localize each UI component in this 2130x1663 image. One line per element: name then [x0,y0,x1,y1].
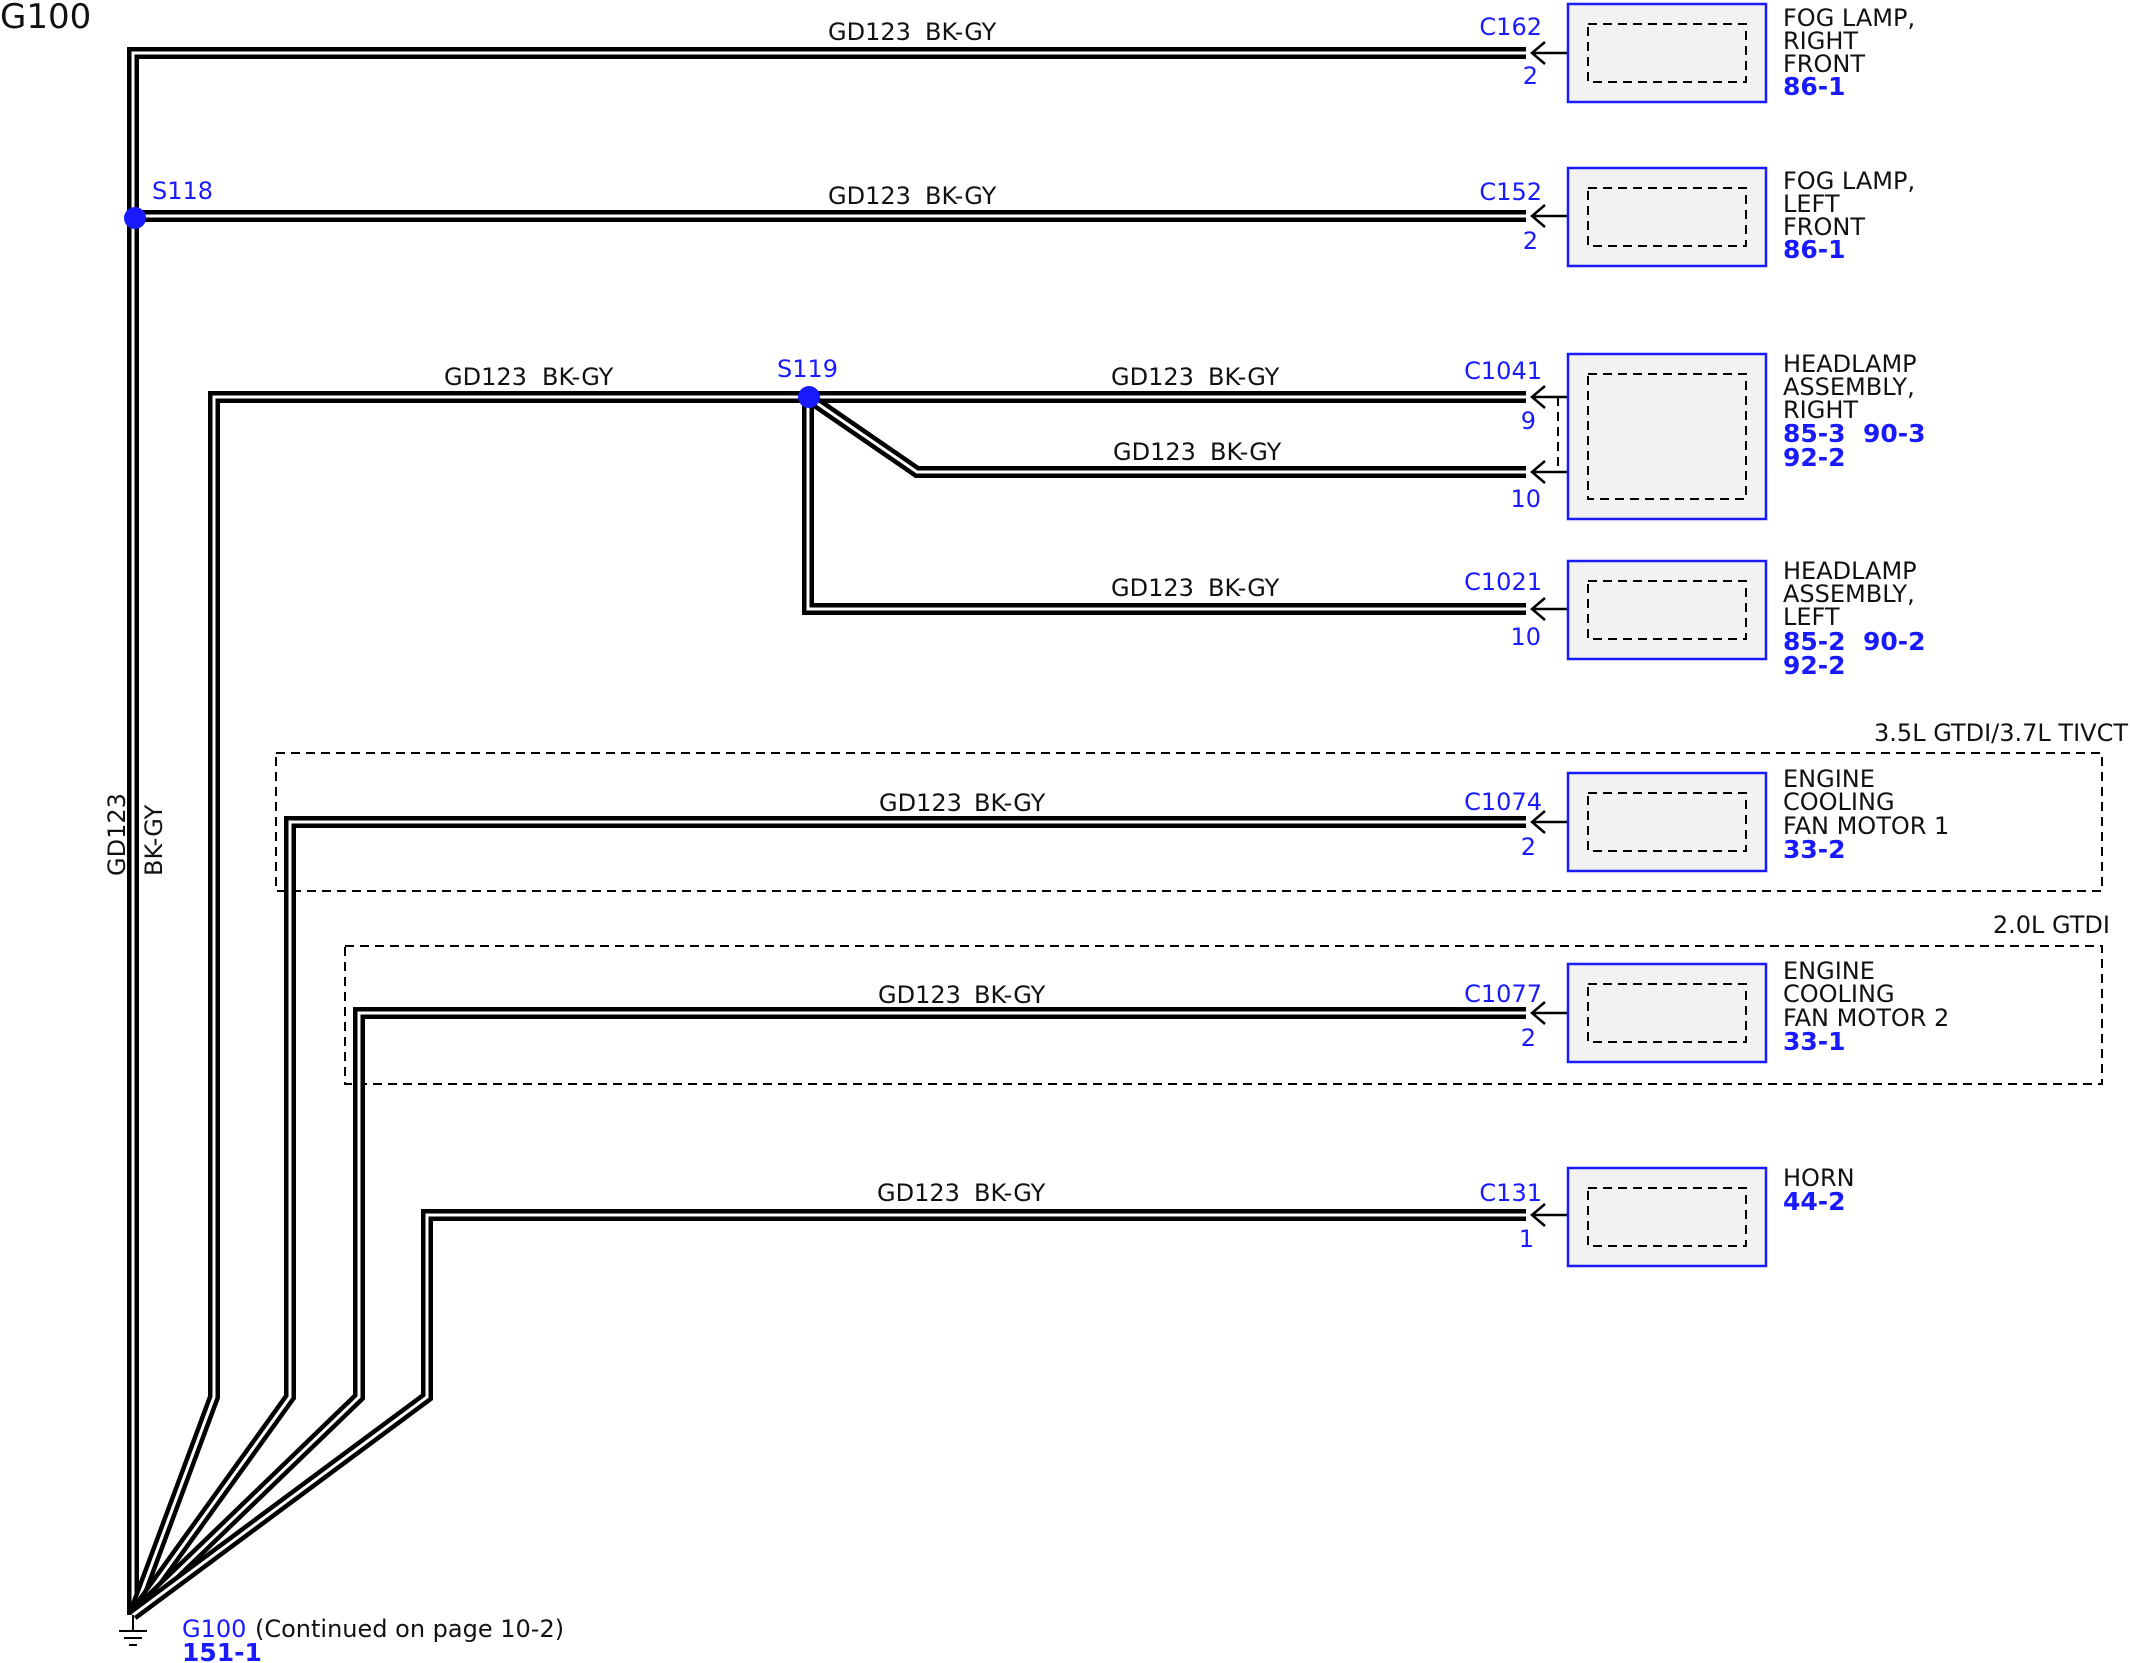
splice-s119-dot[interactable] [798,386,820,408]
component-page-ref: 92-2 [1783,651,1846,680]
page-title: G100 [0,0,91,37]
connector-id: C1021 [1464,568,1542,596]
splice-s119-label: S119 [777,355,838,383]
component-name: RIGHT [1783,27,1858,55]
component-name: ENGINE [1783,957,1875,985]
connector-pin: 2 [1521,833,1536,861]
wire-ground-to-s119 [127,391,808,1618]
component-name: HORN [1783,1164,1855,1192]
connector-pin: 1 [1519,1225,1534,1253]
component-headlamp-assembly-right[interactable] [1566,352,1768,521]
wire-label-color: BK-GY [140,804,168,876]
component-page-ref: 86-1 [1783,235,1846,264]
component-name: FOG LAMP, [1783,167,1915,195]
option-label-3-5l: 3.5L GTDI/3.7L TIVCT [1874,719,2128,747]
component-name: ASSEMBLY, [1783,580,1915,608]
connector-id: C152 [1479,178,1542,206]
wire-label-circuit: GD123 [1113,438,1196,466]
component-name: COOLING [1783,788,1895,816]
wire-label-color: BK-GY [974,1179,1046,1207]
component-name: FRONT [1783,50,1865,78]
wire-label-circuit: GD123 [828,182,911,210]
option-box-2-0l [344,945,2103,1085]
component-name: COOLING [1783,980,1895,1008]
wire-label-color: BK-GY [1208,574,1280,602]
connector-pin: 10 [1510,623,1541,651]
component-engine-cooling-fan-motor-1[interactable] [1566,771,1768,873]
wire-label-circuit: GD123 [444,363,527,391]
component-headlamp-assembly-left[interactable] [1566,559,1768,661]
component-page-ref: 33-2 [1783,835,1846,864]
wire-ground-to-c131 [129,1209,1526,1620]
wire-label-circuit: GD123 [877,1179,960,1207]
wire-label-color: BK-GY [925,182,997,210]
connector-id: C1074 [1464,788,1542,816]
wire-label-circuit: GD123 [1111,574,1194,602]
component-name: LEFT [1783,190,1840,218]
component-name: ENGINE [1783,765,1875,793]
connector-pin: 10 [1510,485,1541,513]
component-name: FRONT [1783,213,1865,241]
option-box-3-5l [275,752,2103,892]
connector-terminals [1530,41,1585,1227]
component-page-ref: 85-3 90-3 [1783,419,1926,448]
connector-id: C131 [1479,1179,1542,1207]
wire-label-circuit: GD123 [878,981,961,1009]
wire-label-color: BK-GY [974,981,1046,1009]
component-page-ref: 86-1 [1783,72,1846,101]
wire-s119-to-c1041-pin10 [804,392,1526,478]
wire-label-circuit: GD123 [103,793,131,876]
connector-id: C1077 [1464,980,1542,1008]
component-engine-cooling-fan-motor-2[interactable] [1566,962,1768,1064]
component-fog-lamp-left-front[interactable] [1566,166,1768,268]
wire-label-color: BK-GY [1210,438,1282,466]
connector-pin: 2 [1523,227,1538,255]
component-page-ref: 44-2 [1783,1187,1846,1216]
component-name: FOG LAMP, [1783,4,1915,32]
component-name: HEADLAMP [1783,557,1917,585]
component-page-ref: 92-2 [1783,443,1846,472]
connector-id: C1041 [1464,357,1542,385]
connector-pin: 2 [1523,62,1538,90]
wire-main-trunk [127,47,1526,1615]
wire-label-color: BK-GY [974,789,1046,817]
ground-continued-note[interactable]: (Continued on page 10-2) [255,1615,564,1643]
wire-ground-to-c1074 [128,816,1526,1619]
ground-page-ref[interactable]: 151-1 [182,1638,262,1663]
wire-label-color: BK-GY [925,18,997,46]
wire-ground-to-c1077 [128,1007,1526,1620]
connector-pin: 9 [1521,407,1536,435]
component-name: FAN MOTOR 2 [1783,1004,1949,1032]
splice-s118-label: S118 [152,177,213,205]
wire-label-color: BK-GY [542,363,614,391]
wire-label-circuit: GD123 [879,789,962,817]
wire-label-circuit: GD123 [828,18,911,46]
ground-icon [119,1615,147,1646]
component-name: HEADLAMP [1783,350,1917,378]
wire-s119-to-c1021 [802,397,1526,615]
component-name: RIGHT [1783,396,1858,424]
component-horn[interactable] [1566,1166,1768,1268]
ground-id: G100 [182,1615,246,1643]
component-page-ref: 85-2 90-2 [1783,627,1926,656]
wire-label-circuit: GD123 [1111,363,1194,391]
component-page-ref: 33-1 [1783,1027,1846,1056]
splice-s118-dot[interactable] [124,207,146,229]
connector-pin: 2 [1521,1024,1536,1052]
wire-label-color: BK-GY [1208,363,1280,391]
wire-harness [127,47,1526,1620]
component-fog-lamp-right-front[interactable] [1566,2,1768,104]
component-name: ASSEMBLY, [1783,373,1915,401]
component-name: FAN MOTOR 1 [1783,812,1949,840]
component-name: LEFT [1783,603,1840,631]
connector-id: C162 [1479,13,1542,41]
option-label-2-0l: 2.0L GTDI [1993,911,2110,939]
